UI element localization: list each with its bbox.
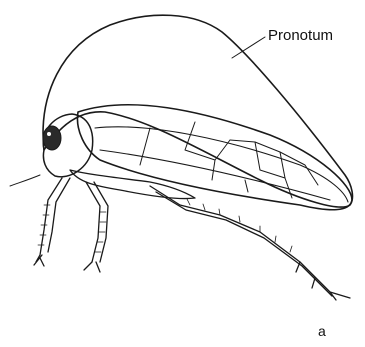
pronotum-label: Pronotum [268,27,333,44]
compound-eye [43,126,61,150]
thorax [70,170,195,199]
pronotum-leader-line [232,37,265,58]
head [10,114,93,186]
panel-letter: a [318,323,326,339]
